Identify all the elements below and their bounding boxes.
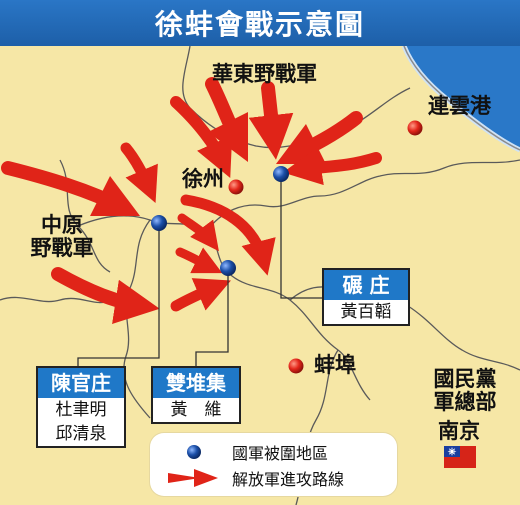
- attack-arrow: [282, 147, 382, 186]
- roc-flag-icon: [444, 446, 476, 468]
- nanjing-label: 南京: [438, 419, 480, 443]
- chenguanzhuang-commander: 邱清泉: [55, 424, 107, 444]
- sea-area: [404, 46, 520, 150]
- attack-arrow: [1, 161, 141, 217]
- xuzhou-label: 徐州: [182, 167, 224, 191]
- lianyungang-label: 連雲港: [428, 94, 491, 118]
- encircled-dot-icon: [151, 215, 167, 231]
- central-army-label: 中原 野戰軍: [18, 214, 106, 260]
- legend: 國軍被圍地區 解放軍進攻路線: [150, 433, 397, 496]
- attack-arrow: [275, 111, 363, 165]
- encircled-dot-icon: [220, 260, 236, 276]
- attack-routes: [1, 77, 382, 325]
- nianzhuang-title: 碾 庄: [324, 270, 408, 300]
- city-dot-icon: [288, 358, 304, 374]
- chenguanzhuang-box: 陳官庄 杜聿明 邱清泉: [36, 366, 126, 448]
- shuangduiji-title: 雙堆集: [153, 368, 239, 398]
- attack-arrow: [177, 213, 219, 252]
- encircled-dot-icon: [187, 445, 201, 459]
- legend-encircled-label: 國軍被圍地區: [232, 444, 329, 463]
- nianzhuang-box: 碾 庄 黃百韜: [322, 268, 410, 326]
- shuangduiji-box: 雙堆集 黃 維: [151, 366, 241, 424]
- east-army-label: 華東野戰軍: [212, 62, 317, 86]
- leader-lines: [77, 176, 322, 368]
- attack-arrow: [170, 278, 231, 312]
- attack-arrow-icon: [168, 469, 218, 487]
- legend-row-encircled: 國軍被圍地區: [164, 439, 328, 465]
- central-army-label-line1: 中原: [41, 213, 83, 237]
- city-dot-icon: [407, 120, 423, 136]
- map-title: 徐蚌會戰示意圖: [0, 0, 520, 46]
- attack-arrow: [175, 247, 223, 274]
- attack-arrow: [170, 96, 233, 179]
- kmt-hq-label-line2: 軍總部: [433, 390, 497, 414]
- attack-arrow: [120, 142, 158, 203]
- kmt-hq-label-line1: 國民黨: [433, 367, 497, 391]
- encircled-dot-icon: [273, 166, 289, 182]
- bengbu-label: 蚌埠: [314, 353, 356, 377]
- kmt-hq-label: 國民黨 軍總部: [420, 368, 510, 414]
- chenguanzhuang-title: 陳官庄: [38, 368, 124, 398]
- central-army-label-line2: 野戰軍: [30, 236, 94, 260]
- legend-attack-label: 解放軍進攻路線: [232, 470, 345, 489]
- attack-arrow: [51, 267, 160, 325]
- attack-arrow: [205, 77, 249, 163]
- nianzhuang-commander: 黃百韜: [340, 302, 392, 322]
- attack-arrow: [180, 194, 276, 276]
- legend-row-attack: 解放軍進攻路線: [164, 465, 344, 491]
- city-dot-icon: [228, 179, 244, 195]
- chenguanzhuang-commander: 杜聿明: [55, 400, 107, 420]
- attack-arrow: [248, 81, 294, 160]
- shuangduiji-commander: 黃 維: [170, 400, 222, 420]
